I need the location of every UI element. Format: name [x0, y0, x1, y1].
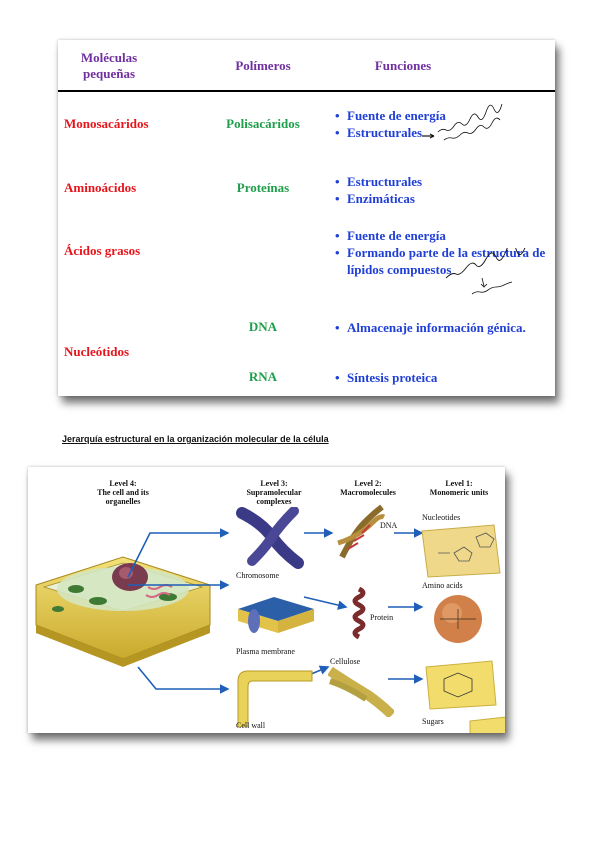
- level-1-title: Level 1:Monomeric units: [429, 479, 489, 497]
- amino-acids-label: Amino acids: [422, 581, 463, 590]
- chromosome-label: Chromosome: [236, 571, 280, 580]
- function-item: Almacenaje información génica.: [335, 319, 526, 336]
- function-item: Fuente de energía: [335, 227, 553, 244]
- level-4-title: Level 4:The cell and its organelles: [97, 479, 149, 506]
- molecule-acidos-grasos: Ácidos grasos: [64, 243, 141, 258]
- functions-list-2: Estructurales Enzimáticas: [335, 173, 422, 207]
- sugars-label: Sugars: [422, 717, 444, 726]
- level-3-title: Level 3:Supramolecular complexes: [246, 479, 302, 506]
- header-molecules: Moléculas pequeñas: [80, 50, 138, 81]
- molecule-monosacaridos: Monosacáridos: [64, 116, 149, 131]
- figure-caption: Jerarquía estructural en la organización…: [62, 434, 329, 444]
- function-item: Síntesis proteica: [335, 369, 437, 386]
- header-functions: Funciones: [374, 58, 432, 73]
- functions-list-4: Almacenaje información génica.: [335, 319, 526, 336]
- dna-image: [337, 504, 386, 559]
- amino-acid-image: [434, 595, 482, 643]
- cell-wall-image: [237, 670, 313, 727]
- molecules-table-slide: Moléculas pequeñas Polímeros Funciones M…: [58, 40, 555, 396]
- chromosome-image: [236, 507, 304, 569]
- protein-image: [352, 587, 366, 640]
- cellulose-image: [328, 667, 394, 717]
- polymer-dna: DNA: [248, 319, 278, 334]
- plasma-membrane-image: [238, 597, 314, 633]
- function-item: Enzimáticas: [335, 190, 422, 207]
- level-2-title: Level 2:Macromolecules: [340, 479, 396, 497]
- functions-list-1: Fuente de energía Estructurales: [335, 107, 446, 141]
- functions-list-5: Síntesis proteica: [335, 369, 437, 386]
- nucleotide-image: [421, 524, 501, 578]
- polymer-proteinas: Proteínas: [236, 180, 290, 195]
- function-item: Estructurales: [335, 124, 446, 141]
- dna-label: DNA: [380, 521, 398, 530]
- function-item: Fuente de energía: [335, 107, 446, 124]
- nucleotides-label: Nucleotides: [422, 513, 461, 522]
- sugar-image: [425, 660, 497, 710]
- plasma-membrane-label: Plasma membrane: [236, 647, 295, 656]
- handwritten-note-1: [422, 103, 503, 141]
- sugar-image-2: [469, 716, 505, 733]
- hierarchy-figure: Level 4:The cell and its organelles Leve…: [28, 467, 505, 733]
- cell-wall-label: Cell wall: [236, 721, 266, 730]
- header-rule: [58, 90, 555, 92]
- plant-cell-illustration: [35, 556, 211, 667]
- molecule-aminoacidos: Aminoácidos: [64, 180, 137, 195]
- polymer-rna: RNA: [248, 369, 278, 384]
- cellulose-label: Cellulose: [330, 657, 361, 666]
- handwritten-note-2: [445, 248, 526, 295]
- molecule-nucleotidos: Nucleótidos: [64, 344, 129, 359]
- protein-label: Protein: [370, 613, 394, 622]
- header-polymers: Polímeros: [235, 58, 291, 73]
- polymer-polisacaridos: Polisacáridos: [226, 116, 300, 131]
- function-item: Estructurales: [335, 173, 422, 190]
